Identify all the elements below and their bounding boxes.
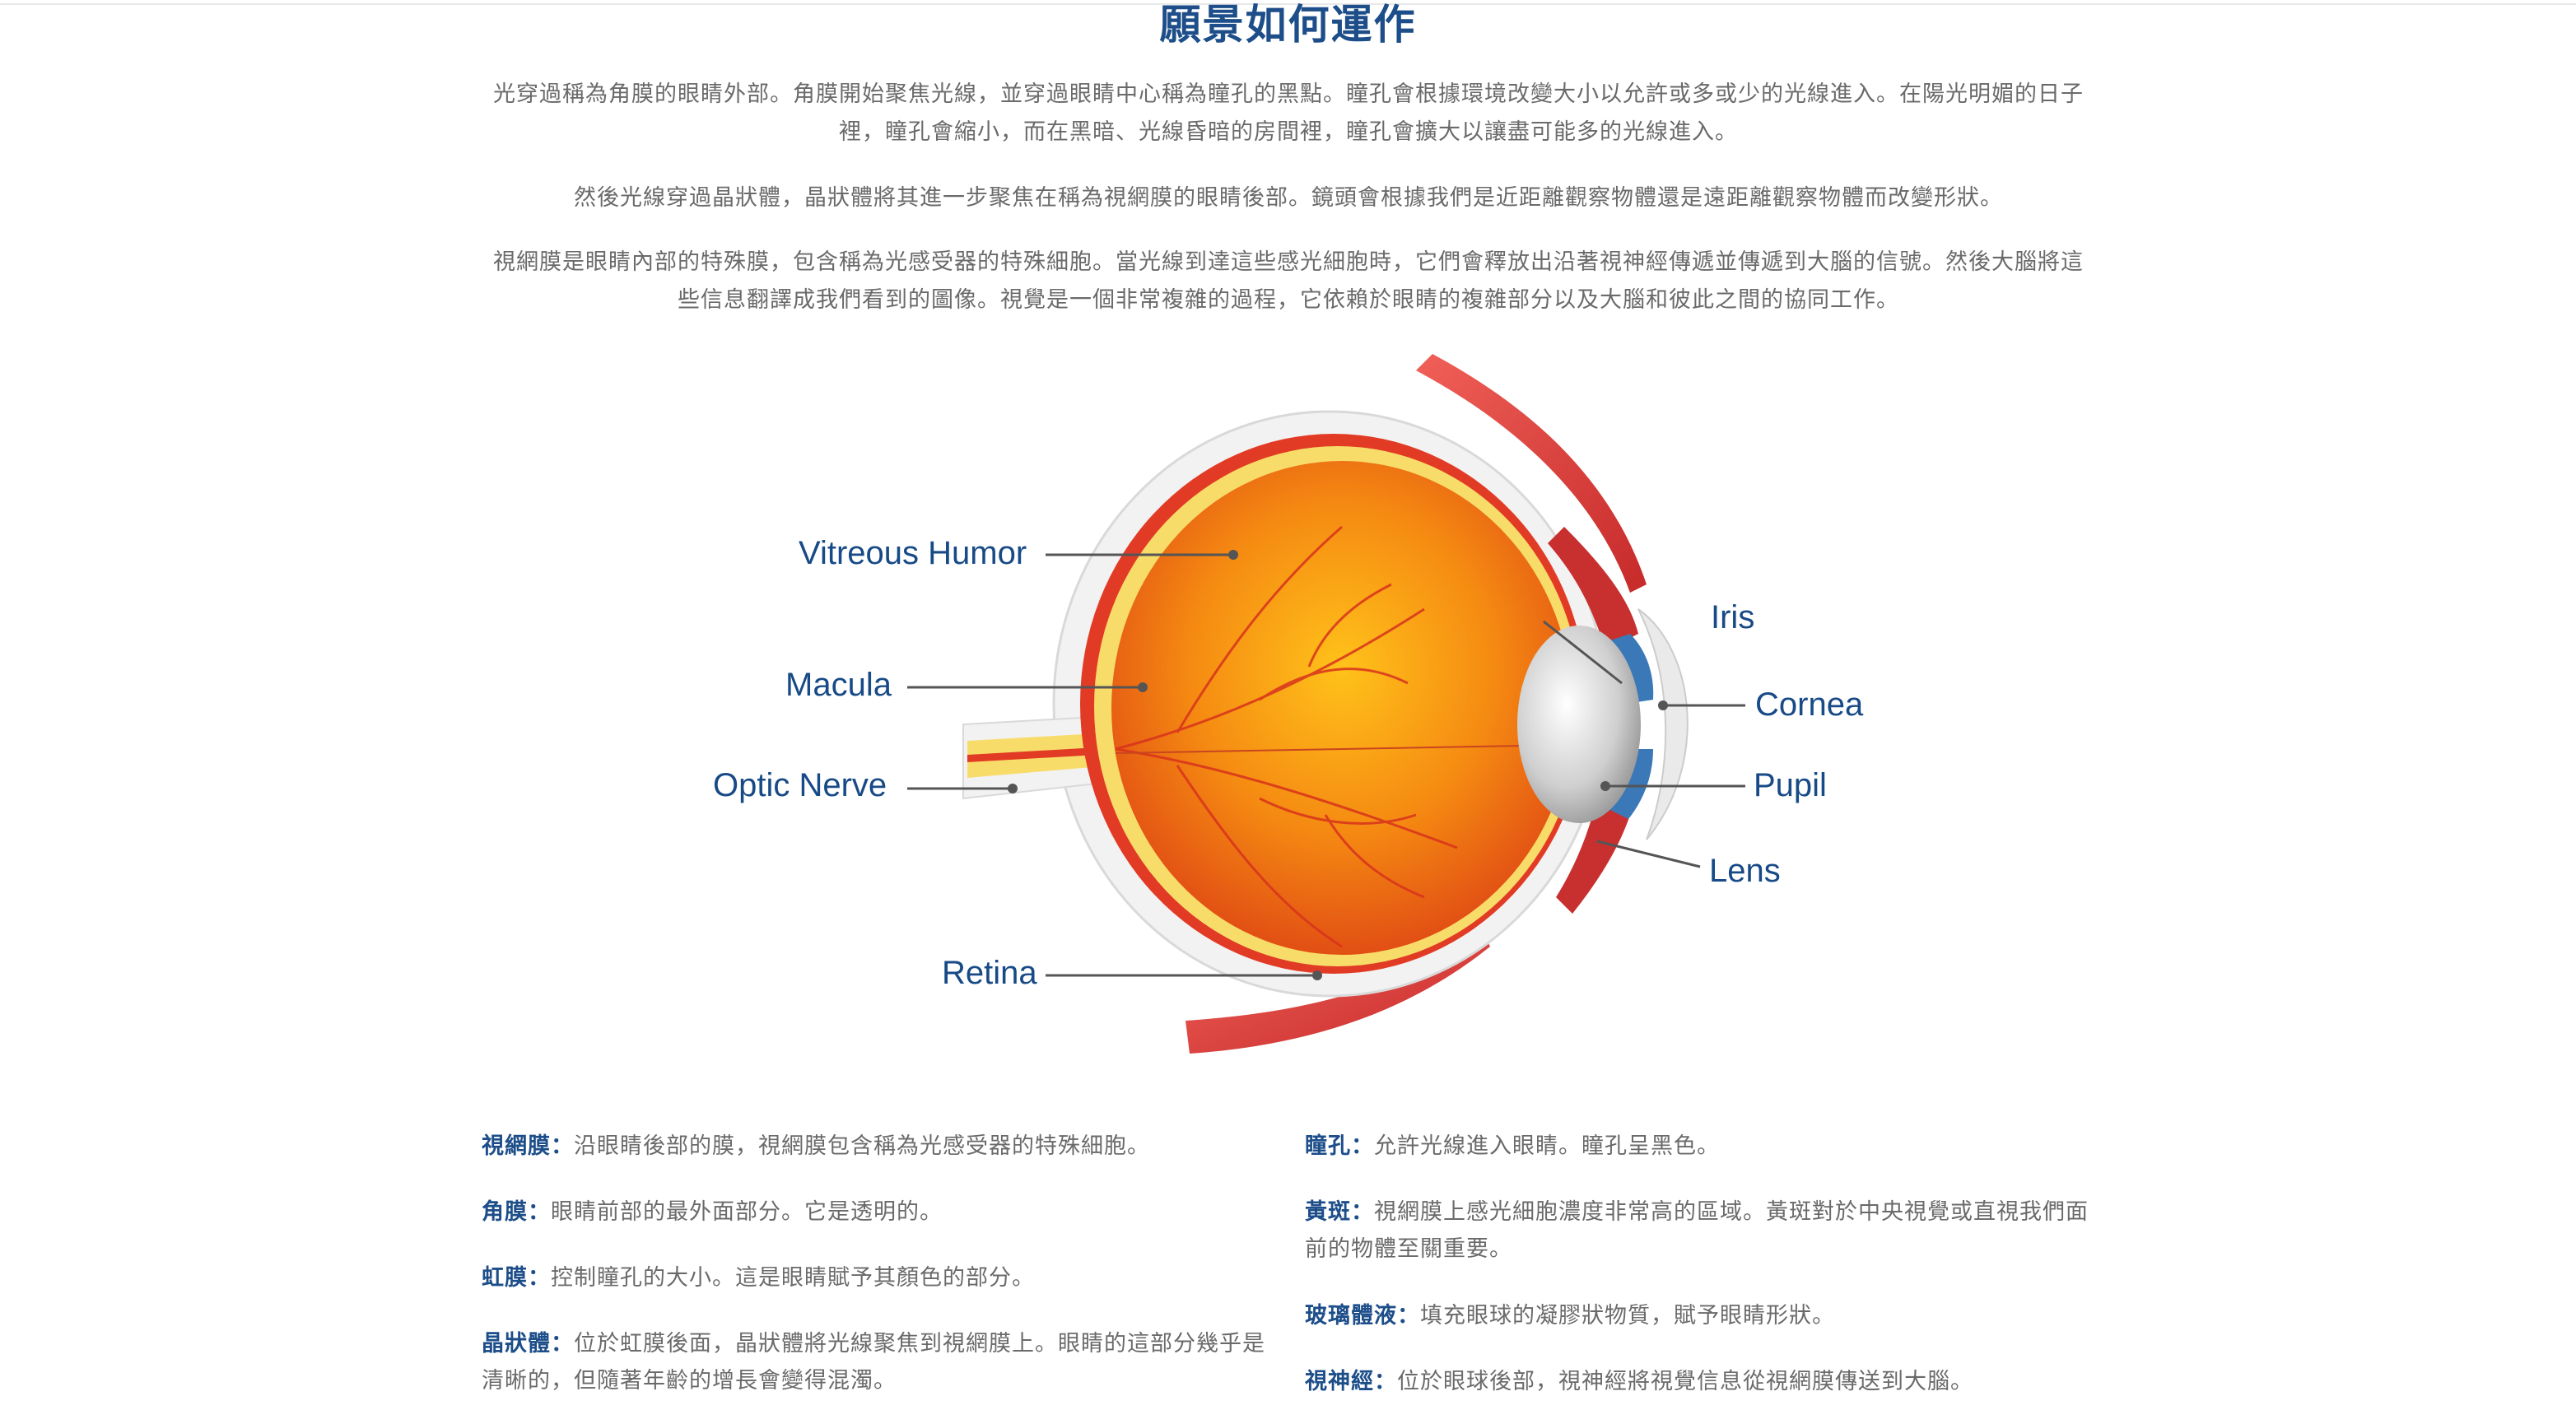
glossary-desc: 沿眼睛後部的膜，視網膜包含稱為光感受器的特殊細胞。 bbox=[574, 1133, 1150, 1159]
glossary-desc-continued: 清晰的，但隨著年齡的增長會變得混濁。 bbox=[482, 1368, 897, 1394]
glossary-item-iris: 虹膜：控制瞳孔的大小。這是眼睛賦予其顏色的部分。 bbox=[482, 1259, 1272, 1296]
label-lens: Lens bbox=[1709, 853, 1781, 889]
glossary-desc: 允許光線進入眼睛。瞳孔呈黑色。 bbox=[1374, 1133, 1720, 1159]
vitreous-body bbox=[1111, 461, 1572, 955]
intro-paragraph-2: 然後光線穿過晶狀體，晶狀體將其進一步聚焦在稱為視網膜的眼睛後部。鏡頭會根據我們是… bbox=[574, 185, 2003, 211]
equator-line bbox=[1115, 744, 1569, 754]
lens-shape bbox=[1517, 626, 1641, 823]
glossary-desc-continued: 前的物體至關重要。 bbox=[1305, 1236, 1512, 1262]
label-iris: Iris bbox=[1711, 599, 1755, 635]
label-macula: Macula bbox=[785, 667, 892, 703]
eye-anatomy-diagram: Vitreous Humor Macula Optic Nerve Retina… bbox=[683, 337, 1894, 1078]
glossary-desc: 控制瞳孔的大小。這是眼睛賦予其顏色的部分。 bbox=[551, 1265, 1035, 1291]
glossary-term: 玻璃體液： bbox=[1305, 1303, 1420, 1329]
label-pupil: Pupil bbox=[1754, 767, 1827, 803]
glossary-term: 瞳孔： bbox=[1305, 1133, 1374, 1159]
glossary-item-optic-nerve: 視神經：位於眼球後部，視神經將視覺信息從視網膜傳送到大腦。 bbox=[1305, 1363, 2095, 1400]
label-optic-nerve: Optic Nerve bbox=[713, 767, 887, 803]
leader-lines bbox=[907, 553, 1745, 977]
glossary-desc: 位於眼球後部，視神經將視覺信息從視網膜傳送到大腦。 bbox=[1397, 1369, 1973, 1394]
optic-nerve-vessel bbox=[967, 747, 1111, 762]
label-retina: Retina bbox=[942, 955, 1037, 991]
glossary-desc: 填充眼球的凝膠狀物質，賦予眼睛形狀。 bbox=[1420, 1303, 1835, 1329]
glossary-item-retina: 視網膜：沿眼睛後部的膜，視網膜包含稱為光感受器的特殊細胞。 bbox=[482, 1128, 1272, 1165]
glossary-term: 視網膜： bbox=[482, 1133, 574, 1159]
intro-paragraph-3-line-2: 些信息翻譯成我們看到的圖像。視覺是一個非常複雜的過程，它依賴於眼睛的複雜部分以及… bbox=[678, 287, 1899, 313]
glossary-item-vitreous-humor: 玻璃體液：填充眼球的凝膠狀物質，賦予眼睛形狀。 bbox=[1305, 1297, 2095, 1334]
cornea-shape bbox=[1637, 608, 1689, 840]
intro-paragraph-1: 光穿過稱為角膜的眼睛外部。角膜開始聚焦光線，並穿過眼睛中心稱為瞳孔的黑點。瞳孔會… bbox=[486, 76, 2091, 151]
glossary-term: 角膜： bbox=[482, 1199, 551, 1225]
label-vitreous-humor: Vitreous Humor bbox=[799, 535, 1027, 571]
glossary-item-lens: 晶狀體：位於虹膜後面，晶狀體將光線聚焦到視網膜上。眼睛的這部分幾乎是 清晰的，但… bbox=[482, 1325, 1272, 1399]
glossary-desc: 視網膜上感光細胞濃度非常高的區域。黃斑對於中央視覺或直視我們面 bbox=[1374, 1199, 2089, 1225]
intro-paragraph-3: 視網膜是眼睛內部的特殊膜，包含稱為光感受器的特殊細胞。當光線到達這些感光細胞時，… bbox=[486, 244, 2091, 319]
ciliary-body-top bbox=[1548, 527, 1638, 650]
glossary-desc: 位於虹膜後面，晶狀體將光線聚焦到視網膜上。眼睛的這部分幾乎是 bbox=[574, 1331, 1265, 1356]
intro-paragraph-1-line-2: 裡，瞳孔會縮小，而在黑暗、光線昏暗的房間裡，瞳孔會擴大以讓盡可能多的光線進入。 bbox=[839, 119, 1738, 145]
glossary-term: 虹膜： bbox=[482, 1265, 551, 1291]
glossary-item-cornea: 角膜：眼睛前部的最外面部分。它是透明的。 bbox=[482, 1194, 1272, 1231]
intro-paragraph-1-line-1: 光穿過稱為角膜的眼睛外部。角膜開始聚焦光線，並穿過眼睛中心稱為瞳孔的黑點。瞳孔會… bbox=[493, 81, 2084, 107]
glossary-item-macula: 黃斑：視網膜上感光細胞濃度非常高的區域。黃斑對於中央視覺或直視我們面 前的物體至… bbox=[1305, 1194, 2095, 1268]
glossary-desc: 眼睛前部的最外面部分。它是透明的。 bbox=[551, 1199, 943, 1225]
glossary-term: 晶狀體： bbox=[482, 1331, 574, 1356]
page-title: 願景如何運作 bbox=[1159, 1, 1417, 49]
glossary-term: 黃斑： bbox=[1305, 1199, 1374, 1225]
ciliary-body-bottom bbox=[1556, 798, 1630, 914]
retinal-vessels bbox=[1115, 525, 1458, 948]
eye-anatomy-svg bbox=[907, 354, 1745, 1054]
glossary-term: 視神經： bbox=[1305, 1369, 1397, 1394]
top-divider bbox=[0, 3, 2576, 5]
upper-eye-muscle bbox=[1416, 354, 1647, 593]
glossary-item-pupil: 瞳孔：允許光線進入眼睛。瞳孔呈黑色。 bbox=[1305, 1128, 2095, 1165]
label-cornea: Cornea bbox=[1755, 686, 1864, 723]
lower-eye-muscle bbox=[1186, 930, 1490, 1054]
leader-dots bbox=[1008, 550, 1668, 980]
intro-paragraph-3-line-1: 視網膜是眼睛內部的特殊膜，包含稱為光感受器的特殊細胞。當光線到達這些感光細胞時，… bbox=[493, 249, 2084, 275]
